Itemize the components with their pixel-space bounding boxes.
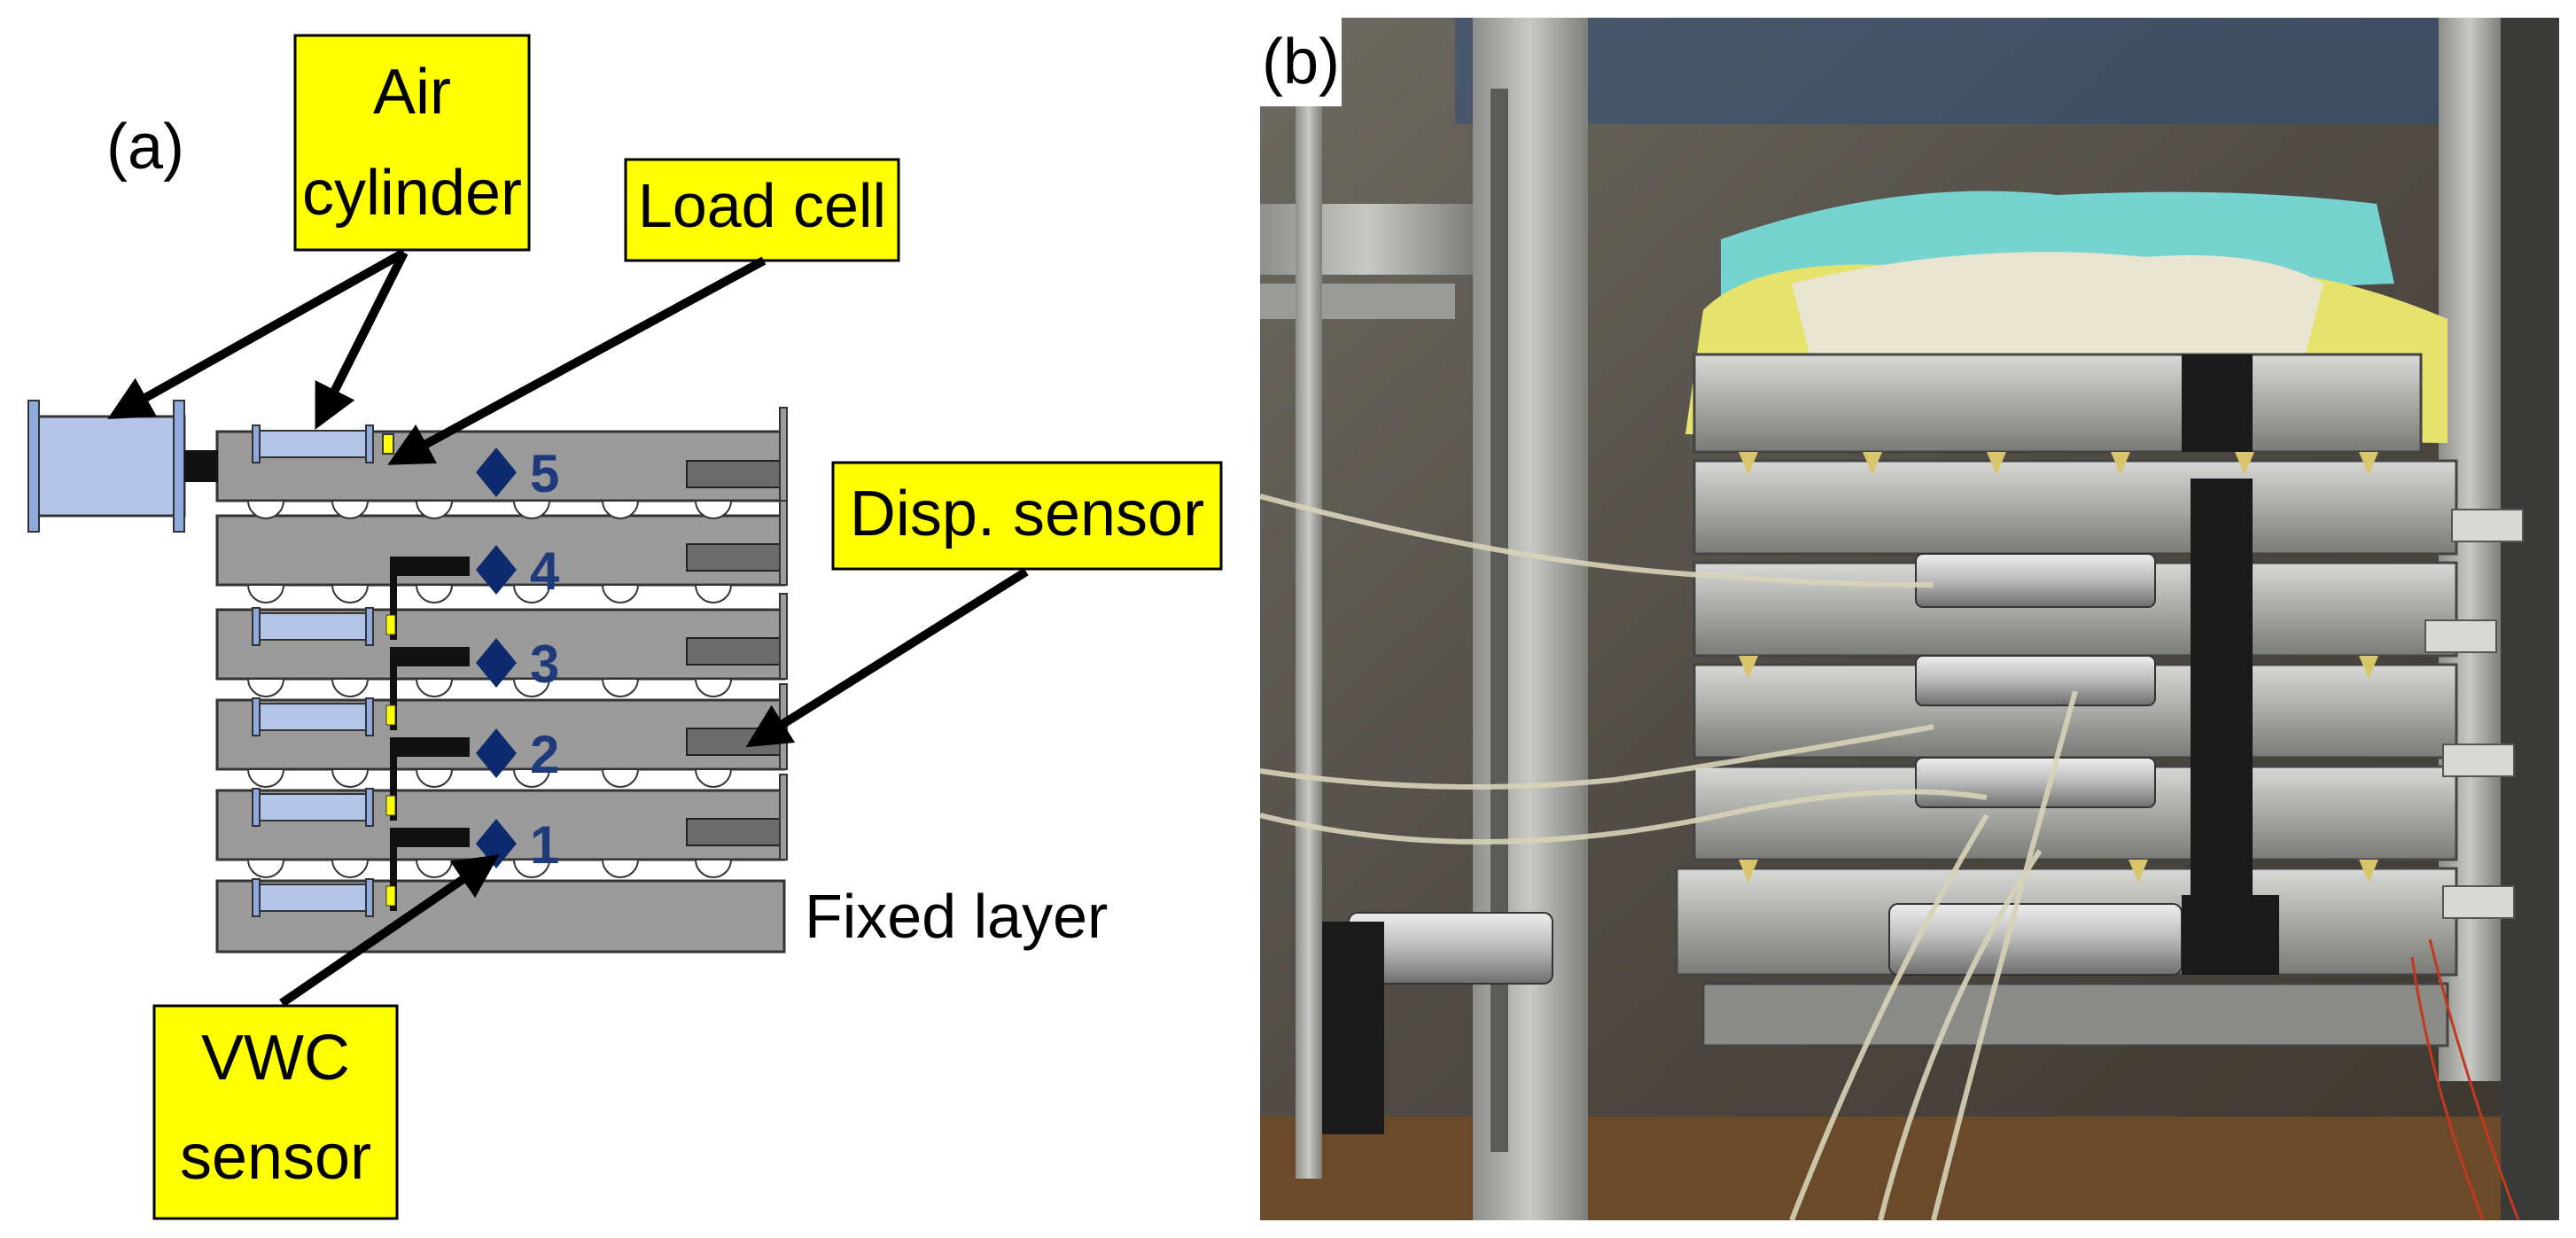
panel-a-label: (a) [106,112,184,183]
black-clamps [1322,354,2279,1134]
vwc-marker-2 [476,728,517,778]
roller-bearing [415,584,454,603]
tubing [1260,494,2078,1220]
roller-bearing [512,500,551,519]
internal-cylinder-1 [252,788,374,827]
vwc-sensor-label-line1: VWC [201,1023,350,1094]
panel-b-label: (b) [1262,27,1340,97]
roller-bearing [246,584,285,603]
roller-bearing [246,500,285,519]
vwc-marker-5 [476,448,517,497]
photo-internal-cylinders [1348,553,2183,985]
internal-cylinder-2 [252,697,374,736]
roller-bearing [512,678,551,697]
panel-b-label-box [1260,18,1342,106]
vwc-sensor-markers [476,448,517,868]
sensor-number-5: 5 [530,444,559,503]
roller-bearing [331,768,370,788]
fixed-layer-label: Fixed layer [805,882,1108,951]
load-cell-brackets [390,557,470,911]
roller-bearing [694,500,733,519]
callout-disp-sensor: Disp. sensor [831,461,1223,571]
photo-panel: (b) [1260,18,2559,1220]
internal-cylinder-bottom [252,878,374,917]
sensor-number-3: 3 [530,635,559,694]
sensor-number-2: 2 [530,725,559,784]
roller-bearings [246,500,733,878]
roller-bearing [331,859,370,878]
callout-arrows [107,248,1029,1008]
vwc-marker-4 [476,545,517,595]
background-blue-panel [1455,18,2559,124]
left-pipes [1260,71,1473,1179]
air-cylinder-label-line2: cylinder [302,158,522,229]
roller-bearing [512,768,551,788]
roller-bearing [694,678,733,697]
apparatus-photo: (b) [1260,18,2559,1220]
soil-floor [1260,1117,2559,1220]
right-brackets [2424,509,2524,919]
roller-bearing [601,584,640,603]
arrow-load-cell [387,256,767,465]
roller-bearing [601,768,640,788]
internal-air-cylinders [252,424,394,917]
roller-bearing [415,500,454,519]
roller-bearing [415,678,454,697]
roller-bearing [415,768,454,788]
load-cell-tips [385,614,396,907]
roller-bearing [694,584,733,603]
vwc-sensor-label-line2: sensor [180,1122,371,1193]
sensor-number-4: 4 [530,541,560,601]
roller-bearing [512,584,551,603]
roller-bearing [601,500,640,519]
red-wires [2410,938,2520,1220]
roller-bearing [331,500,370,519]
callout-vwc-sensor: VWC sensor [152,1004,399,1220]
roller-bearing [331,584,370,603]
layer-stack [215,407,788,954]
callout-air-cylinder: Air cylinder [293,34,531,252]
vwc-marker-3 [476,638,517,688]
air-cylinder-label-line1: Air [373,57,451,128]
layer-4 [215,593,788,681]
air-cylinder-main [27,400,218,533]
load-cell-block [382,433,394,455]
roller-bearing [415,859,454,878]
disp-sensor-label: Disp. sensor [850,479,1204,549]
arrow-air-cylinder-internal [315,250,409,430]
roller-bearing [601,859,640,878]
arrow-vwc-sensor [279,854,500,1008]
internal-cylinder-top [252,424,394,463]
arrow-disp-sensor [745,567,1029,748]
roller-bearing [246,678,285,697]
schematic-diagram: (a) [27,34,1223,1220]
arrow-air-cylinder-main [107,248,407,419]
roller-bearing [601,678,640,697]
schematic-panel: (a) [0,0,1258,1238]
roller-bearing [246,768,285,788]
roller-bearing [694,859,733,878]
roller-bearing [694,768,733,788]
callout-load-cell: Load cell [624,158,900,262]
load-cell-label: Load cell [638,171,886,240]
internal-cylinder-3 [252,607,374,646]
roller-bearing [331,678,370,697]
sensor-number-1: 1 [530,815,559,875]
roller-bearing [512,859,551,878]
roller-bearing [246,859,285,878]
